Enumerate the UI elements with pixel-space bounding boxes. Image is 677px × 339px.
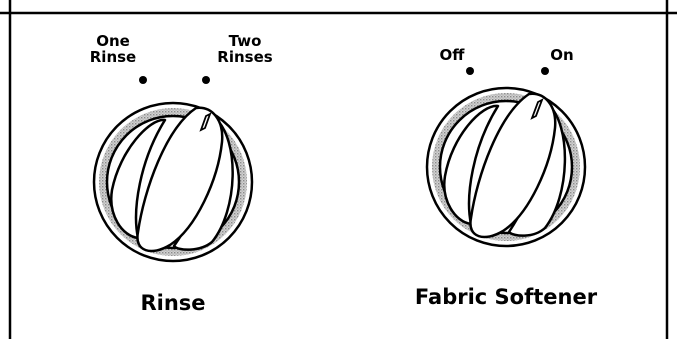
position-dot-icon xyxy=(139,76,147,84)
rinse-position-one: One Rinse xyxy=(86,34,140,66)
position-dot-icon xyxy=(202,76,210,84)
fabric-softener-title: Fabric Softener xyxy=(396,286,616,308)
rinse-position-two: Two Rinses xyxy=(214,34,276,66)
softener-position-on: On xyxy=(544,48,580,64)
rinse-position-two-line2: Rinses xyxy=(214,50,276,66)
softener-position-off: Off xyxy=(432,48,472,64)
rinse-title: Rinse xyxy=(113,292,233,314)
rinse-position-one-line2: Rinse xyxy=(86,50,140,66)
softener-position-off-label: Off xyxy=(432,48,472,64)
fabric-softener-dial-icon[interactable] xyxy=(427,88,585,246)
rinse-dial-icon[interactable] xyxy=(94,103,252,261)
position-dot-icon xyxy=(541,67,549,75)
position-dot-icon xyxy=(466,67,474,75)
softener-position-on-label: On xyxy=(544,48,580,64)
